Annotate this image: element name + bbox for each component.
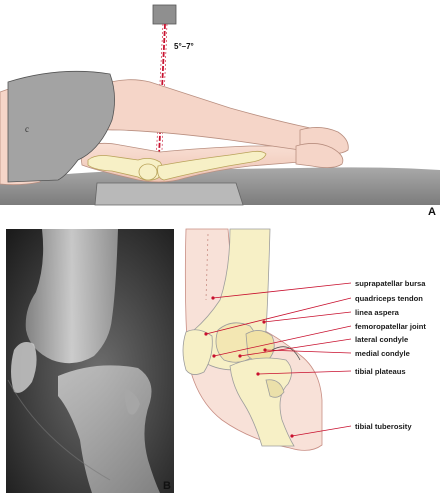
linea-aspera-line bbox=[205, 233, 209, 301]
panel-b-letter: B bbox=[163, 480, 171, 492]
capsule-line bbox=[271, 346, 301, 361]
leader-linea-aspera bbox=[262, 311, 352, 324]
leader-tibial-plateaus bbox=[256, 370, 352, 376]
label-tibial-tuberosity: tibial tuberosity bbox=[355, 422, 412, 431]
shorts bbox=[7, 70, 115, 183]
leader-femoropatellar-joint bbox=[212, 325, 352, 358]
tibia-bone bbox=[157, 150, 267, 181]
label-lateral-condyle: lateral condyle bbox=[355, 335, 408, 344]
tibia-shape bbox=[229, 357, 295, 447]
knee-patella bbox=[138, 163, 158, 181]
label-femoropatellar-joint: femoropatellar joint bbox=[355, 322, 426, 331]
foot-lower bbox=[295, 143, 344, 168]
leader-medial-condyle bbox=[263, 348, 352, 354]
tube-angle-label: 5°–7° bbox=[174, 42, 194, 51]
label-suprapatellar-bursa: suprapatellar bursa bbox=[355, 279, 426, 288]
radiograph-soft-tissue bbox=[7, 379, 111, 481]
patella-shape bbox=[182, 329, 213, 375]
label-tibial-plateaus: tibial plateaus bbox=[355, 367, 406, 376]
fibula-head bbox=[265, 379, 285, 398]
film-cassette bbox=[94, 182, 244, 206]
label-linea-aspera: linea aspera bbox=[355, 308, 400, 317]
leader-lateral-condyle bbox=[238, 338, 352, 358]
xray-tube bbox=[152, 4, 177, 25]
leader-lines bbox=[204, 282, 352, 438]
panel-a: 5°–7° c A bbox=[0, 4, 440, 218]
leader-quadriceps-tendon bbox=[204, 297, 352, 336]
leader-tibial-tuberosity bbox=[290, 425, 352, 438]
radiograph-patella bbox=[11, 342, 37, 393]
thigh-marking: c bbox=[25, 124, 29, 134]
panel-b: B bbox=[6, 229, 174, 493]
radiograph-femur bbox=[25, 229, 118, 364]
leader-suprapatellar-bursa bbox=[211, 282, 352, 300]
anatomy-labels: suprapatellar bursa quadriceps tendon li… bbox=[355, 279, 426, 431]
label-medial-condyle: medial condyle bbox=[355, 349, 410, 358]
label-quadriceps-tendon: quadriceps tendon bbox=[355, 294, 423, 303]
panel-c: suprapatellar bursa quadriceps tendon li… bbox=[182, 228, 426, 451]
panel-a-letter: A bbox=[428, 206, 436, 218]
radiograph-fibula bbox=[124, 388, 140, 415]
